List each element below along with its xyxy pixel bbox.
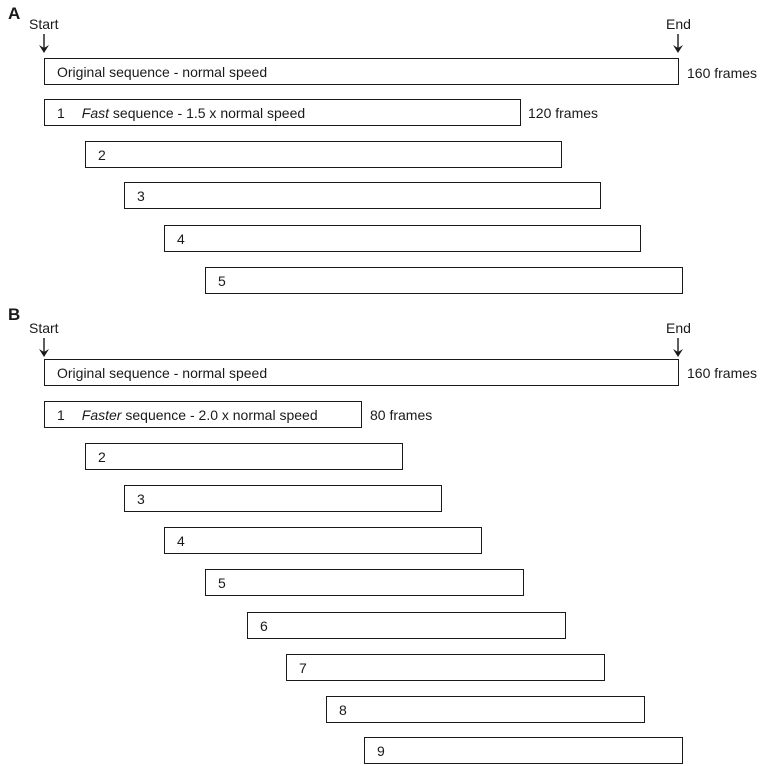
panel-a-start-label: Start [29, 16, 59, 32]
panel-b-bar-3-label: 3 [137, 490, 145, 507]
panel-b-bar-7: 7 [286, 654, 605, 681]
panel-b-bar-4: 4 [164, 527, 482, 554]
panel-a-bar-4-label: 4 [177, 230, 185, 247]
panel-b-bar-3: 3 [124, 485, 442, 512]
panel-b-bar-8-label: 8 [339, 701, 347, 718]
panel-a-end-label: End [666, 16, 691, 32]
panel-b-bar-6: 6 [247, 612, 566, 639]
panel-b-original-frames: 160 frames [687, 365, 758, 381]
panel-a-letter: A [8, 4, 21, 23]
panel-b-bar-1: 1 Faster sequence - 2.0 x normal speed [44, 401, 362, 428]
panel-b-bar-9: 9 [364, 737, 683, 764]
panel-b-bar-2-label: 2 [98, 448, 106, 465]
panel-a-original-frames: 160 frames [687, 65, 758, 81]
panel-a-bar-5-label: 5 [218, 272, 226, 289]
panel-a-bar-1-italic: Fast [81, 104, 110, 121]
panel-b-bar-5-label: 5 [218, 574, 226, 591]
panel-a-bar-4: 4 [164, 225, 641, 252]
panel-b-end-label: End [666, 320, 691, 336]
panel-b-bar-1-frames: 80 frames [370, 407, 433, 423]
panel-a-bar-2: 2 [85, 141, 562, 168]
panel-a-bar-1: 1 Fast sequence - 1.5 x normal speed [44, 99, 521, 126]
panel-b-letter: B [8, 305, 21, 324]
panel-b-bar-6-label: 6 [260, 617, 268, 634]
panel-a-bar-3-label: 3 [137, 187, 145, 204]
panel-b-bar-2: 2 [85, 443, 403, 470]
panel-a-start-arrow-icon [39, 34, 49, 53]
panel-a-bar-1-frames: 120 frames [528, 105, 599, 121]
panel-b-bar-8: 8 [326, 696, 645, 723]
panel-b-start-label: Start [29, 320, 59, 336]
panel-b-bar-1-italic: Faster [81, 406, 122, 423]
panel-b-end-arrow-icon [673, 338, 683, 357]
panel-b-bar-5: 5 [205, 569, 524, 596]
panel-a-bar-1-label: sequence - 1.5 x normal speed [109, 104, 306, 121]
panel-a-bar-3: 3 [124, 182, 601, 209]
panel-b-bar-1-number: 1 [57, 406, 65, 423]
panel-b-bar-7-label: 7 [299, 659, 307, 676]
panel-b-bar-9-label: 9 [377, 742, 385, 759]
panel-a-original-label: Original sequence - normal speed [57, 63, 268, 80]
panel-b-original-bar: Original sequence - normal speed [44, 359, 679, 386]
panel-a-bar-1-number: 1 [57, 104, 65, 121]
panel-b-original-label: Original sequence - normal speed [57, 364, 268, 381]
panel-b-bar-4-label: 4 [177, 532, 185, 549]
panel-b-bar-1-label: sequence - 2.0 x normal speed [121, 406, 318, 423]
panel-b-start-arrow-icon [39, 338, 49, 357]
panel-a-end-arrow-icon [673, 34, 683, 53]
panel-a-original-bar: Original sequence - normal speed [44, 58, 679, 85]
panel-a-bar-2-label: 2 [98, 146, 106, 163]
panel-a-bar-5: 5 [205, 267, 683, 294]
